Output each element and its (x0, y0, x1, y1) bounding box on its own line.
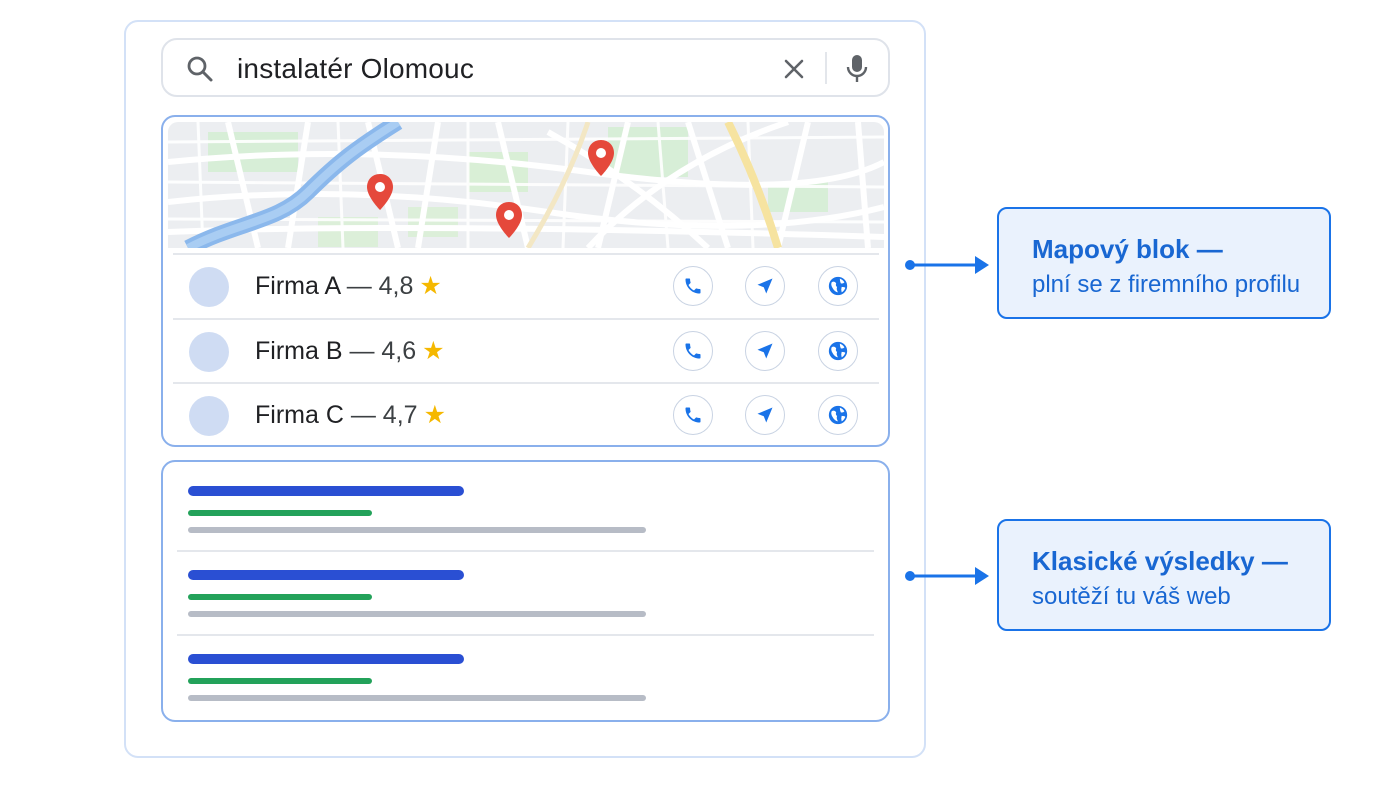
result-title-placeholder[interactable] (188, 486, 464, 496)
result-snippet-placeholder (188, 527, 646, 533)
mic-icon[interactable] (845, 53, 869, 90)
search-bar[interactable]: instalatér Olomouc (161, 38, 890, 97)
directions-icon (757, 278, 773, 294)
globe-icon (828, 276, 848, 296)
business-name: Firma B (255, 337, 343, 365)
directions-button[interactable] (745, 395, 785, 435)
search-input[interactable]: instalatér Olomouc (237, 53, 475, 84)
business-row[interactable]: Firma C — 4,7★ (173, 382, 879, 445)
website-button[interactable] (818, 331, 858, 371)
phone-button[interactable] (673, 266, 713, 306)
separator: — (346, 272, 372, 300)
arrow-icon (905, 567, 989, 585)
map-view[interactable] (168, 122, 884, 248)
website-button[interactable] (818, 266, 858, 306)
result-url-placeholder (188, 594, 372, 600)
business-label[interactable]: Firma B — 4,6★ (255, 336, 445, 366)
business-row[interactable]: Firma A — 4,8★ (173, 253, 879, 318)
business-name: Firma C (255, 401, 344, 429)
callout-title: Mapový blok — (1032, 234, 1223, 264)
phone-button[interactable] (673, 395, 713, 435)
globe-icon (828, 341, 848, 361)
directions-button[interactable] (745, 331, 785, 371)
map-pack-card: Firma A — 4,8★ Firma B — 4,6★ Firma C — … (161, 115, 890, 447)
avatar (189, 332, 229, 372)
result-snippet-placeholder (188, 611, 646, 617)
callout-map-block: Mapový blok — plní se z firemního profil… (997, 207, 1331, 319)
phone-icon (685, 278, 701, 294)
rating: 4,6 (381, 337, 417, 365)
rating: 4,8 (378, 272, 414, 300)
organic-result[interactable] (163, 486, 888, 570)
close-icon[interactable] (781, 56, 807, 87)
directions-button[interactable] (745, 266, 785, 306)
result-url-placeholder (188, 510, 372, 516)
map-pin-icon[interactable] (587, 139, 615, 182)
result-divider (177, 634, 874, 636)
result-url-placeholder (188, 678, 372, 684)
star-icon: ★ (422, 337, 445, 365)
separator: — (349, 337, 375, 365)
callout-subtitle: soutěží tu váš web (1032, 583, 1231, 610)
directions-icon (757, 407, 773, 423)
callout-title: Klasické výsledky — (1032, 546, 1288, 576)
directions-icon (757, 343, 773, 359)
arrow-icon (905, 256, 989, 274)
callout-subtitle: plní se z firemního profilu (1032, 271, 1301, 298)
organic-result[interactable] (163, 654, 888, 738)
callout-organic-results: Klasické výsledky — soutěží tu váš web (997, 519, 1331, 631)
website-button[interactable] (818, 395, 858, 435)
phone-icon (685, 343, 701, 359)
business-row[interactable]: Firma B — 4,6★ (173, 318, 879, 383)
organic-results-card (161, 460, 890, 722)
avatar (189, 396, 229, 436)
business-name: Firma A (255, 272, 340, 300)
map-pin-icon[interactable] (495, 201, 523, 244)
result-divider (177, 550, 874, 552)
avatar (189, 267, 229, 307)
business-label[interactable]: Firma A — 4,8★ (255, 271, 442, 301)
map-pin-icon[interactable] (366, 173, 394, 216)
separator: — (350, 401, 376, 429)
search-icon[interactable] (185, 54, 215, 89)
phone-button[interactable] (673, 331, 713, 371)
result-snippet-placeholder (188, 695, 646, 701)
rating: 4,7 (382, 401, 418, 429)
result-title-placeholder[interactable] (188, 654, 464, 664)
result-title-placeholder[interactable] (188, 570, 464, 580)
star-icon: ★ (423, 401, 446, 429)
globe-icon (828, 405, 848, 425)
phone-icon (685, 407, 701, 423)
organic-result[interactable] (163, 570, 888, 654)
business-label[interactable]: Firma C — 4,7★ (255, 400, 446, 430)
star-icon: ★ (419, 272, 442, 300)
search-divider (825, 52, 827, 84)
